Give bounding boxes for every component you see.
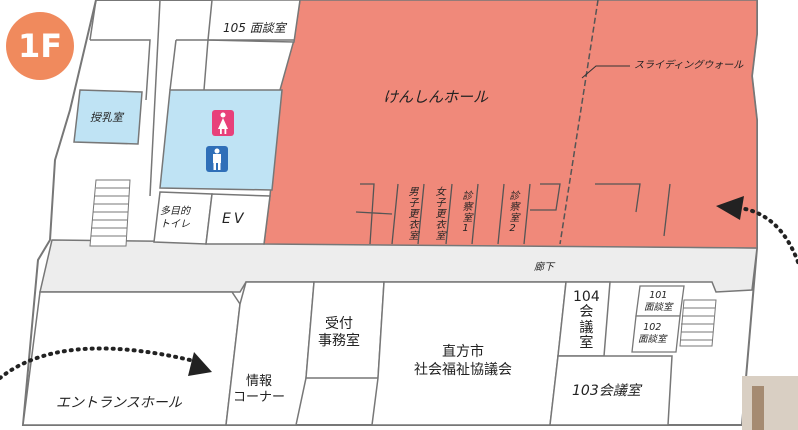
- hall-area: [263, 0, 758, 249]
- room-102-area: [631, 315, 681, 353]
- elevator-area: [205, 193, 271, 245]
- exam-room-1-label: 診察室1: [460, 190, 471, 235]
- council-label: 直方市 社会福祉協議会: [414, 344, 512, 378]
- room-102-label: 102 面談室: [638, 322, 667, 345]
- dotted-arrow-icon-right: [716, 196, 798, 264]
- dotted-arrow-icon: [0, 346, 212, 380]
- reception-label: 受付 事務室: [318, 316, 360, 349]
- male-restroom-icon: [206, 146, 228, 172]
- restroom-area: [159, 89, 283, 191]
- womens-locker-label: 女子更衣室: [433, 186, 444, 241]
- stairs-left: [89, 179, 131, 247]
- room-105-area: [207, 0, 301, 43]
- entrance-hall-label: エントランスホール: [56, 395, 182, 411]
- elevator-label: EV: [222, 211, 247, 227]
- hall-label: けんしんホール: [383, 88, 489, 106]
- room-103-area: [549, 355, 673, 426]
- sliding-wall-label: スライディングウォール: [634, 60, 744, 71]
- female-restroom-icon: [212, 110, 234, 136]
- photo-thumbnail: [742, 376, 798, 430]
- multipurpose-toilet-label: 多目的 トイレ: [160, 206, 190, 230]
- floor-badge: 1F: [6, 12, 74, 80]
- corridor-label: 廊下: [534, 262, 554, 273]
- nursing-room-area: [73, 89, 143, 145]
- sliding-wall-line: [559, 0, 599, 245]
- locker-walls: [360, 183, 375, 245]
- sliding-wall-pointer: [581, 65, 630, 79]
- nursing-room-label: 授乳室: [90, 111, 123, 124]
- info-corner-label: 情報 コーナー: [233, 374, 286, 405]
- room-101-label: 101 面談室: [644, 290, 673, 313]
- room-105-label: 105 面談室: [223, 21, 286, 35]
- exam-room-2-label: 診察室2: [507, 190, 518, 235]
- room-104-label: 104 会 議 室: [573, 289, 600, 352]
- stairs-right: [679, 299, 717, 347]
- mens-locker-label: 男子更衣室: [406, 186, 417, 241]
- room-103-label: 103会議室: [572, 383, 641, 399]
